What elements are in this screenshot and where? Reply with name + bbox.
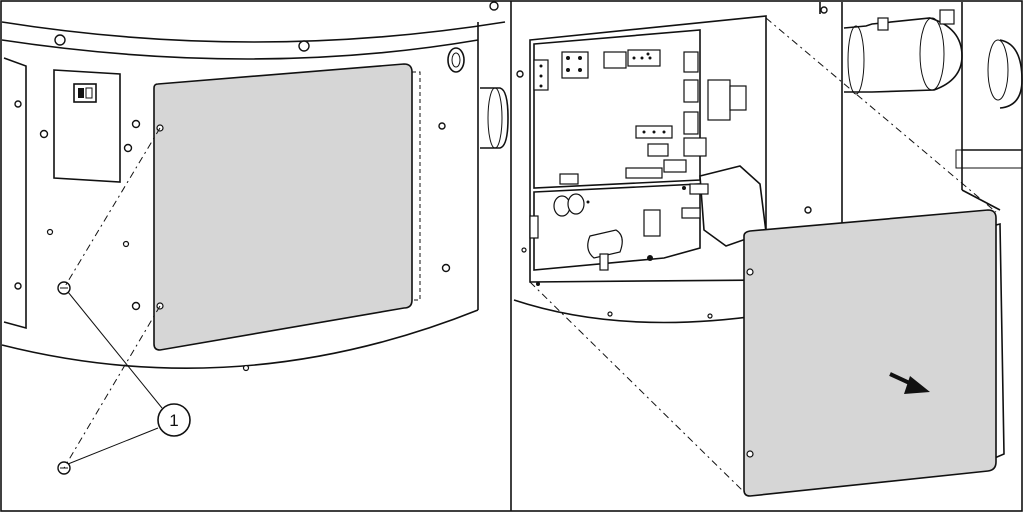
- screw-icon: [54, 34, 66, 46]
- unit-bottom-curve: [1, 309, 479, 370]
- screw-icon: [57, 461, 71, 475]
- screw-icon: [298, 40, 310, 52]
- transformer-terminal: [689, 183, 709, 195]
- mounting-hole: [707, 313, 713, 319]
- board-pins: [536, 52, 686, 286]
- removed-cover-panel: [743, 209, 997, 497]
- alignment-line: [63, 127, 161, 289]
- mounting-hole: [521, 247, 527, 253]
- removal-direction-arrow-icon: [889, 372, 930, 394]
- screw-hole: [746, 268, 754, 276]
- rocker-switch-icon: [73, 83, 97, 103]
- callout-marker: [157, 403, 191, 437]
- screw-icon: [516, 70, 524, 78]
- screw-icon: [438, 122, 446, 130]
- alignment-line: [63, 305, 161, 469]
- transformer-terminal: [681, 207, 701, 219]
- projection-line: [529, 281, 745, 493]
- unit-top-edge: [1, 39, 479, 60]
- grommet-inner: [451, 52, 461, 68]
- screw-icon: [14, 100, 22, 108]
- screw-hole: [746, 450, 754, 458]
- front-cover-panel: [153, 63, 413, 351]
- projection-line: [765, 17, 997, 213]
- callout-label: 1: [169, 411, 178, 430]
- switch-box: [53, 69, 121, 183]
- pipe-stub: [480, 87, 509, 149]
- mounting-hole: [607, 311, 613, 317]
- screw-icon: [131, 301, 141, 311]
- cover-outline: [412, 71, 421, 301]
- screw-icon: [489, 1, 499, 11]
- left-panel: 1: [1, 1, 509, 475]
- unit-top-rim: [1, 21, 506, 43]
- screw-icon: [39, 129, 49, 139]
- pipe-assembly: [843, 2, 1023, 211]
- mounting-hole: [242, 364, 250, 372]
- screw-icon: [14, 282, 22, 290]
- capacitors: [553, 193, 623, 271]
- board-connectors: [529, 49, 747, 239]
- grommet: [447, 47, 465, 73]
- screw-icon: [123, 143, 133, 153]
- callout-leader: [67, 291, 163, 409]
- mounting-hole: [46, 228, 54, 236]
- callout-leader: [67, 427, 159, 465]
- right-panel: [513, 2, 1023, 497]
- screw-icon: [131, 119, 141, 129]
- screw-icon: [820, 6, 828, 14]
- mounting-hole: [122, 240, 130, 248]
- screw-icon: [804, 206, 812, 214]
- screw-icon: [57, 281, 71, 295]
- pipe-stub-ring: [487, 87, 503, 149]
- side-panel-edge: [3, 57, 27, 330]
- screw-icon: [441, 263, 451, 273]
